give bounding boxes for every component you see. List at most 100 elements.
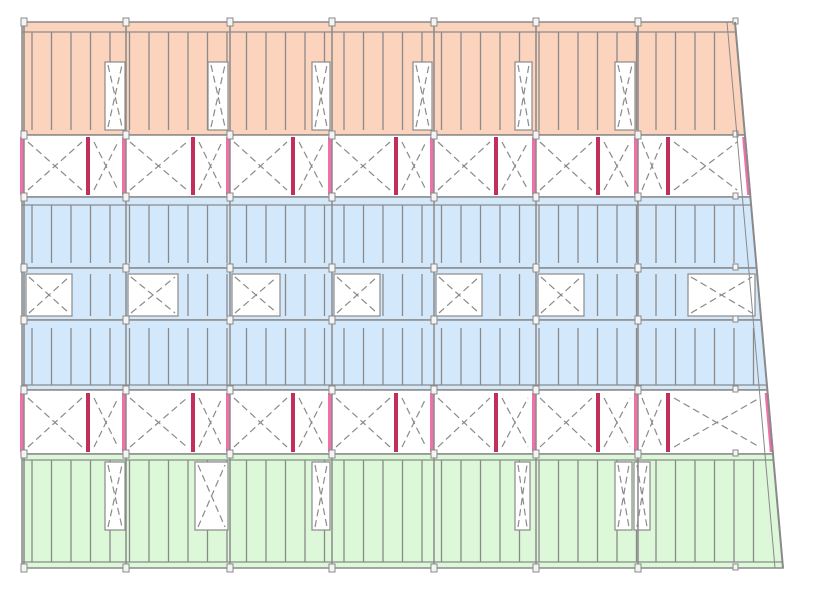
column-post [122,263,130,273]
column-post [634,263,642,273]
column-post [226,315,234,325]
opening-cross-mark [93,141,119,191]
shear-wall [596,137,600,195]
stair-opening [104,461,126,531]
column-post [226,263,234,273]
opening-cross-mark [401,141,427,191]
opening-cross-mark [641,141,663,191]
column-post [732,385,739,393]
shear-wall [291,137,295,195]
shear-wall [430,393,434,452]
column-post [532,449,540,459]
stair-opening [311,61,331,131]
shear-wall [291,393,295,452]
stair-opening [614,461,633,531]
column-post [328,17,336,27]
stair-opening [104,61,126,131]
column-post [634,385,642,395]
opening-cross-mark [673,397,760,448]
column-post [20,315,28,325]
column-post [430,130,438,140]
opening-cross-mark [539,141,593,191]
shear-wall [86,393,90,452]
column-post [532,192,540,202]
column-post [430,315,438,325]
shear-wall [122,393,126,452]
column-post [20,130,28,140]
column-post [732,563,739,571]
column-post [328,449,336,459]
opening-cross-mark [641,397,663,448]
stair-opening [614,61,636,131]
opening-cross-mark [197,464,226,528]
upper-corridor-band [21,134,752,198]
column-post [732,315,739,323]
column-post [226,192,234,202]
column-post [328,315,336,325]
opening-cross-mark [336,276,378,314]
stair-opening [514,461,531,531]
shear-wall [666,137,670,195]
column-post [328,130,336,140]
opening-cross-mark [335,141,391,191]
shear-wall [122,137,126,195]
column-post [532,263,540,273]
opening-cross-mark [690,276,753,314]
column-post [430,263,438,273]
opening-cross-mark [501,141,529,191]
opening-cross-mark [335,397,391,448]
shear-wall [634,393,638,452]
shear-wall [532,393,536,452]
column-post [122,385,130,395]
opening-cross-mark [298,397,325,448]
opening-cross-mark [233,141,288,191]
column-post [532,130,540,140]
column-post [634,17,642,27]
column-post [122,192,130,202]
column-post [20,192,28,202]
opening-cross-mark [28,276,70,314]
opening-cross-mark [401,397,427,448]
opening-cross-mark [234,276,278,314]
shear-wall [430,137,434,195]
stair-opening [514,61,533,131]
opening-cross-mark [27,397,83,448]
stair-opening [412,61,433,131]
column-post [634,192,642,202]
column-post [634,449,642,459]
column-post [328,385,336,395]
column-post [122,315,130,325]
column-post [532,385,540,395]
opening-cross-mark [437,397,491,448]
column-post [122,130,130,140]
column-post [122,449,130,459]
column-post [20,449,28,459]
column-post [532,315,540,325]
upper-blue-slab-band [21,196,758,269]
sloped-edge-line [734,21,784,569]
column-post [430,563,438,573]
column-post [226,563,234,573]
shear-wall [86,137,90,195]
column-post [226,449,234,459]
column-post [532,563,540,573]
sloped-edge-line [726,21,776,569]
shear-wall [226,137,230,195]
column-post [732,449,739,457]
shear-wall [394,393,398,452]
column-post [122,563,130,573]
column-post [328,263,336,273]
opening-cross-mark [298,141,325,191]
stair-opening [311,461,331,531]
column-post [20,385,28,395]
shear-wall [191,393,195,452]
opening-cross-mark [540,276,582,314]
shear-wall [191,137,195,195]
stair-opening [633,461,651,531]
opening-cross-mark [27,141,83,191]
opening-cross-mark [93,397,119,448]
opening-cross-mark [130,276,176,314]
column-post [732,192,739,200]
opening-cross-mark [129,397,188,448]
